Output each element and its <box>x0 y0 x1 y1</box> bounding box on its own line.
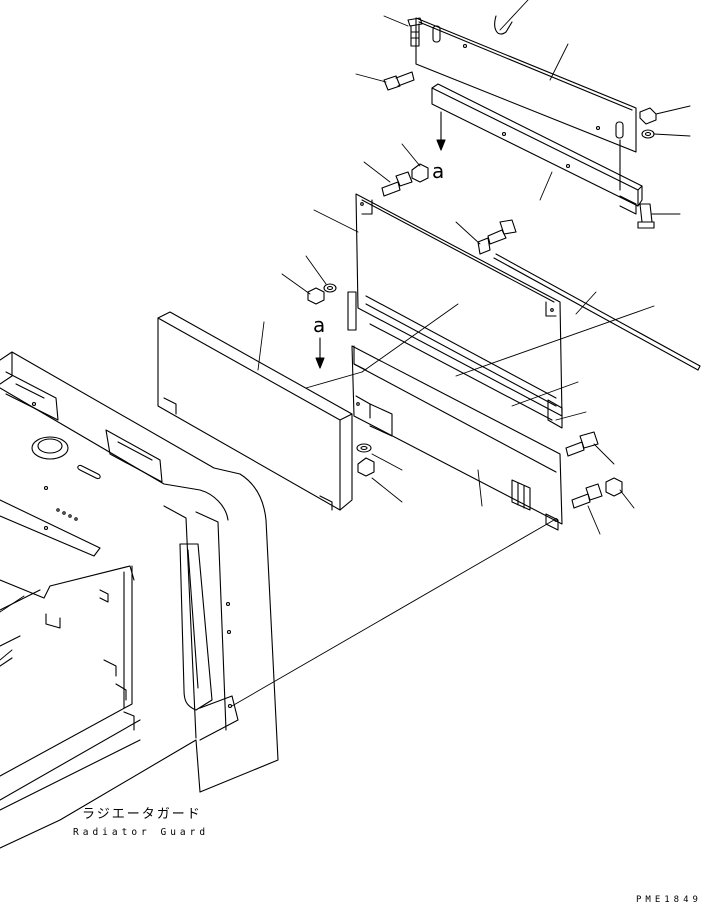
long-rod <box>493 253 701 371</box>
washer-mid <box>477 237 491 255</box>
bolt-mid-right <box>487 219 517 245</box>
frame-panel <box>347 193 563 421</box>
radiator-guard-body <box>0 351 279 849</box>
arrow-a-upper <box>436 111 446 151</box>
bolt-bottom-right <box>637 203 655 229</box>
nut-bottom-right <box>605 477 623 497</box>
bolt-bottom <box>571 483 603 509</box>
nut-right-upper <box>639 107 657 125</box>
callout-a-upper: a <box>432 159 444 183</box>
callout-a-lower: a <box>313 313 325 337</box>
caption-english: Radiator Guard <box>73 827 209 838</box>
door-panel <box>351 345 563 531</box>
angle-bar <box>431 83 643 215</box>
washer-left <box>323 283 337 293</box>
washer-lower-left <box>356 443 372 453</box>
nut-lower-left <box>357 457 375 477</box>
bolt-top-left <box>407 17 423 47</box>
bolt-lower-right <box>565 431 599 457</box>
bolt-flange-left <box>383 71 415 91</box>
top-cover-plate <box>415 17 637 191</box>
washer-right <box>641 129 655 139</box>
top-plate-handle <box>494 15 513 35</box>
leader-lines <box>0 0 691 707</box>
nut-left <box>307 287 325 305</box>
drawing-code: PME1849 <box>636 895 702 904</box>
nut-center <box>411 163 429 183</box>
arrow-a-lower <box>315 337 325 369</box>
caption-japanese: ラジエータガード <box>82 807 202 822</box>
foam-block <box>157 311 353 511</box>
bolt-center-left <box>381 171 413 197</box>
